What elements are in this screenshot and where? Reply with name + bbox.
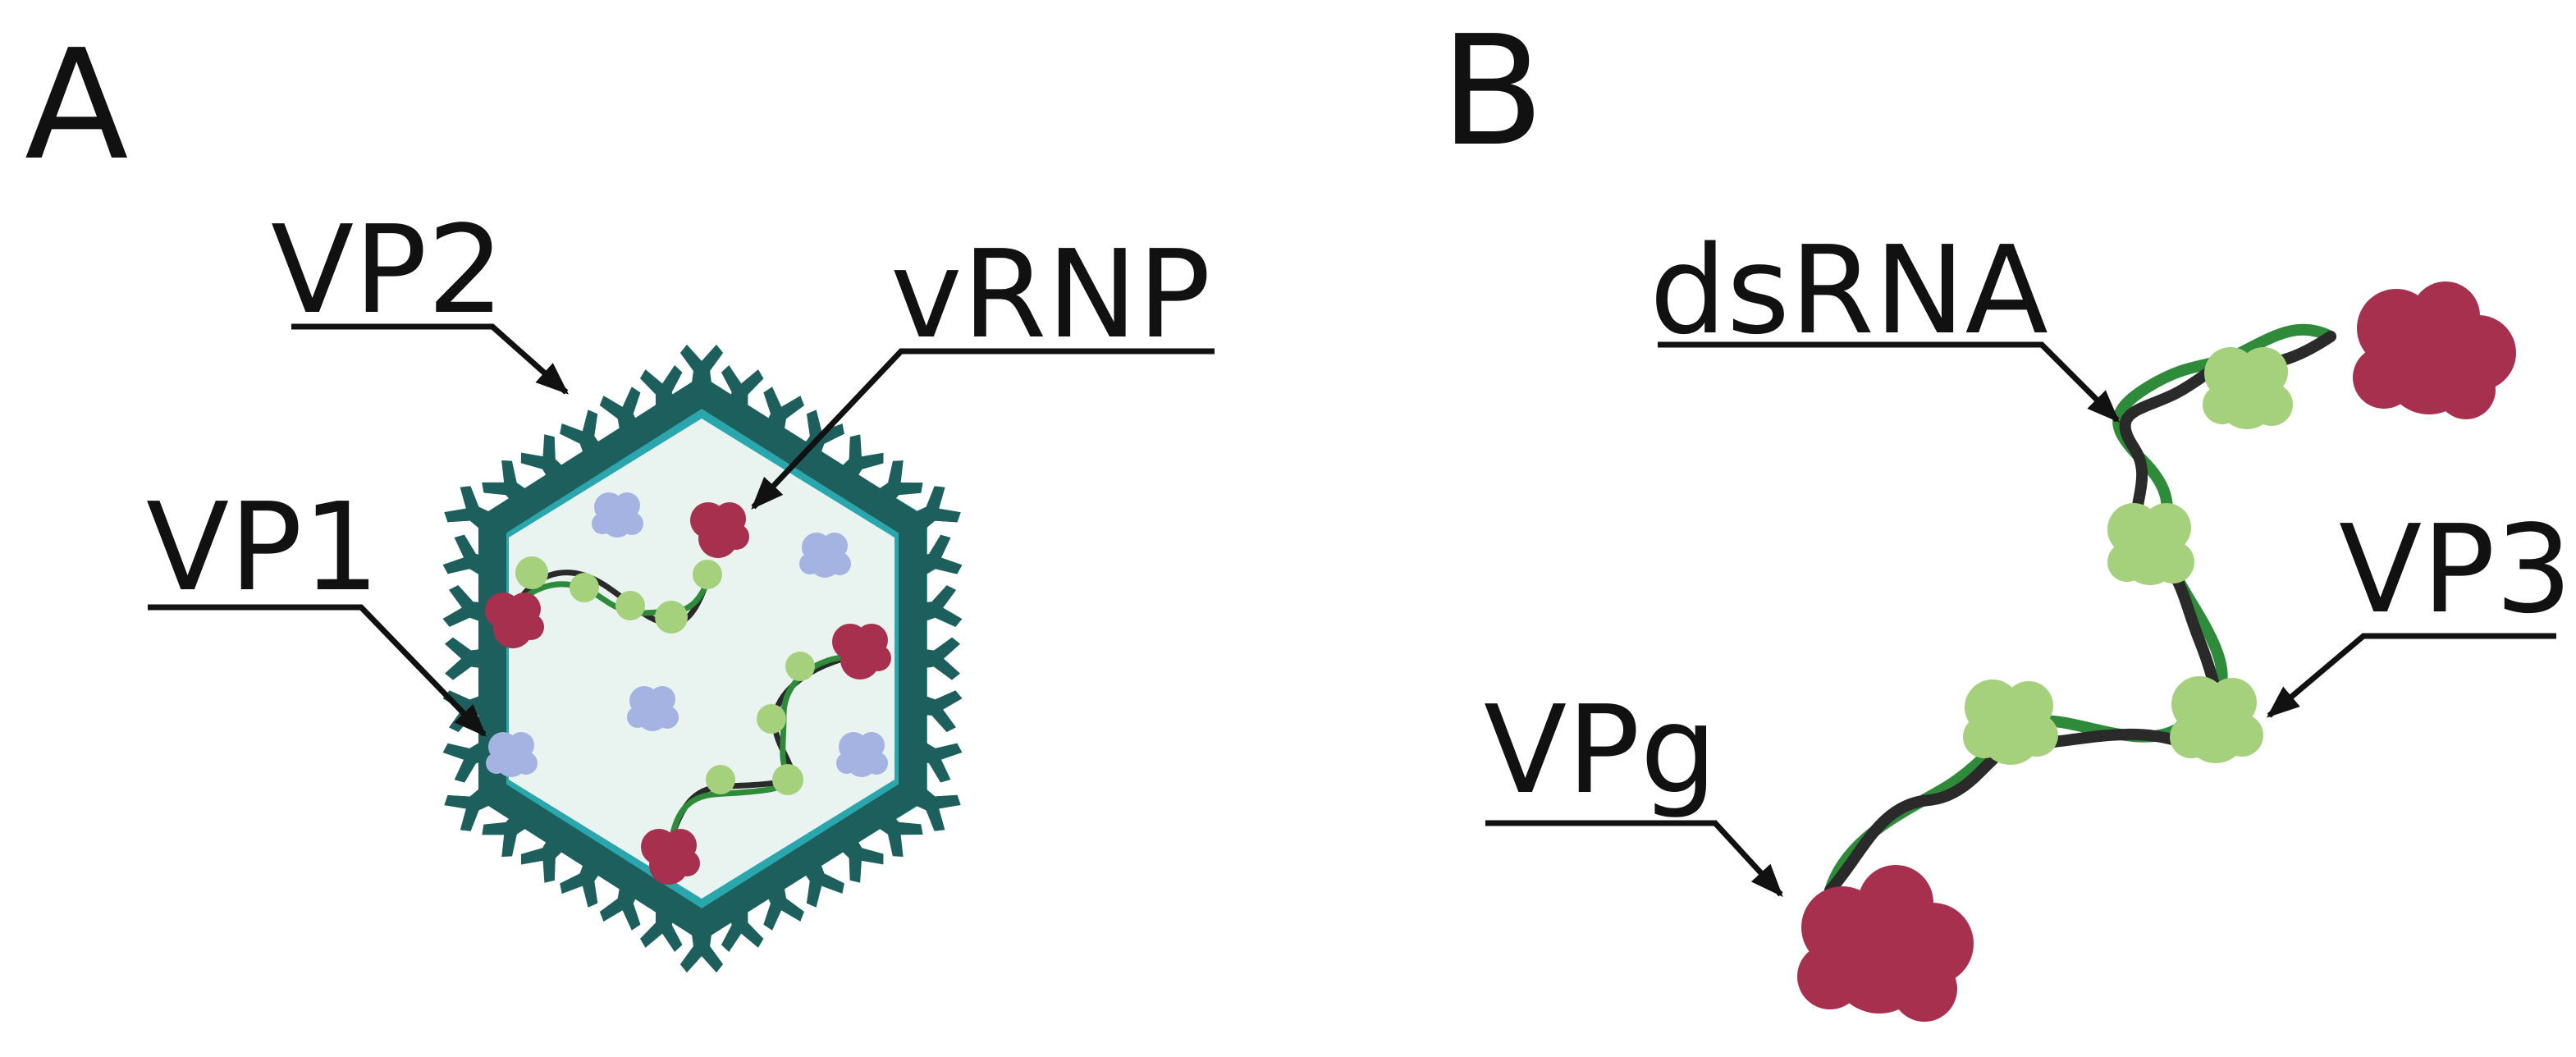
leader-vpg (1485, 820, 1783, 897)
vp3-protein (2170, 676, 2263, 763)
capsid-spike (444, 637, 496, 680)
panel-b-letter: B (1440, 2, 1544, 180)
leader-dsrna (1658, 341, 2120, 423)
vp3-proteins (1963, 347, 2293, 765)
vp1-protein (627, 686, 679, 731)
capsid-shell (478, 378, 927, 939)
vp1-proteins (486, 492, 888, 777)
panel-a: A (25, 16, 1215, 972)
label-vp3: VP3 (2339, 499, 2573, 640)
capsid-spike (908, 637, 961, 680)
vp3-protein (2107, 503, 2194, 585)
vp3-protein (2203, 347, 2293, 429)
panel-a-letter: A (25, 16, 129, 194)
vrnp-complex (485, 502, 749, 648)
leader-vp3 (2266, 633, 2556, 718)
label-dsrna: dsRNA (1649, 220, 2048, 361)
vp1-protein (836, 732, 888, 777)
vpg-protein (1797, 865, 1974, 1022)
vpg-protein (2353, 281, 2516, 419)
capsid-spike (680, 922, 723, 972)
dsrna-strand (1824, 323, 2336, 896)
vp1-protein (486, 732, 538, 777)
vp1-protein (592, 492, 643, 538)
vp3-protein (1963, 680, 2058, 765)
leader-vp1 (148, 604, 487, 737)
vrnp-complexes (485, 502, 891, 885)
label-vpg: VPg (1484, 680, 1717, 821)
label-vrnp: vRNP (890, 224, 1210, 365)
capsid-spike (680, 345, 723, 396)
leader-vp2 (291, 323, 569, 395)
vrnp-complex (641, 624, 891, 885)
label-vp2: VP2 (271, 199, 505, 341)
label-vp1: VP1 (146, 477, 380, 618)
vpg-proteins (1797, 281, 2516, 1022)
leader-vrnp (751, 348, 1215, 510)
panel-b: B (1440, 2, 2573, 1022)
vp1-protein (799, 533, 851, 578)
virus-capsid (442, 345, 963, 972)
